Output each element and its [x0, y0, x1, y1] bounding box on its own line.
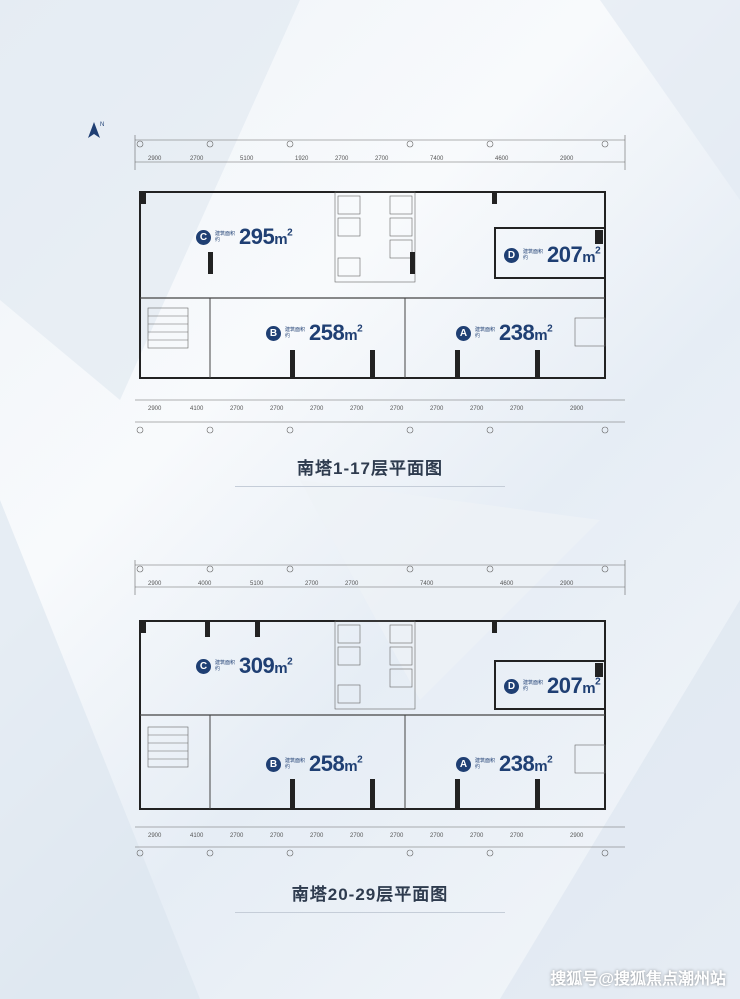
plan-2-title-rule: [235, 912, 505, 913]
dim-top-1: 2900: [148, 156, 162, 162]
dim-top-5: 2700: [335, 156, 349, 162]
dim-bottom-5: 2700: [310, 406, 324, 412]
p2-unit-c-sub: 建筑面积约: [215, 660, 236, 672]
p2-unit-a-badge: A: [456, 756, 471, 772]
p2-unit-b-label: B 建筑面积约 258m2: [266, 751, 363, 777]
dim-top-3: 5100: [240, 156, 254, 162]
p2-unit-c-label: C 建筑面积约 309m2: [196, 653, 293, 679]
p2-dim-bottom-5: 2700: [310, 833, 324, 839]
p2-unit-a-label: A 建筑面积约 238m2: [456, 751, 553, 777]
dim-bottom-4: 2700: [270, 406, 284, 412]
unit-d-area: 207m2: [547, 242, 601, 267]
floor-plan-2: 2900 4000 5100 2700 2700 7400 4600 2900 …: [80, 555, 680, 857]
unit-a-area: 238m2: [499, 320, 553, 345]
unit-c-label: C 建筑面积约 295m2: [196, 224, 293, 250]
p2-dim-top-1: 2900: [148, 581, 162, 587]
p2-unit-d-sub: 建筑面积约: [523, 680, 544, 692]
dim-bottom-10: 2700: [510, 406, 524, 412]
dim-top-9: 2900: [560, 156, 574, 162]
dim-bottom-1: 2900: [148, 406, 162, 412]
unit-c-area: 295m2: [239, 224, 293, 249]
p2-unit-b-badge: B: [266, 756, 281, 772]
p2-dim-bottom-11: 2900: [570, 833, 584, 839]
p2-unit-c-badge: C: [196, 658, 211, 674]
p2-dim-bottom-9: 2700: [470, 833, 484, 839]
p2-dim-bottom-4: 2700: [270, 833, 284, 839]
dim-bottom-2: 4100: [190, 406, 204, 412]
p2-unit-d-area: 207m2: [547, 673, 601, 698]
p2-dim-bottom-6: 2700: [350, 833, 364, 839]
p2-dim-bottom-1: 2900: [148, 833, 162, 839]
p2-dim-top-5: 2700: [345, 581, 359, 587]
p2-dim-bottom-3: 2700: [230, 833, 244, 839]
unit-b-badge: B: [266, 325, 281, 341]
plan-2-title: 南塔20-29层平面图: [291, 885, 449, 904]
dim-top-8: 4600: [495, 156, 509, 162]
p2-dim-top-4: 2700: [305, 581, 319, 587]
p2-dim-top-2: 4000: [198, 581, 212, 587]
unit-d-sub: 建筑面积约: [523, 249, 544, 261]
plan-1-title-rule: [235, 486, 505, 487]
p2-unit-b-sub: 建筑面积约: [285, 758, 306, 770]
p2-unit-a-sub: 建筑面积约: [475, 758, 496, 770]
p2-dim-bottom-8: 2700: [430, 833, 444, 839]
north-label: N: [100, 122, 105, 128]
floor-plan-1: 2900 2700 5100 1920 2700 2700 7400 4600 …: [80, 130, 680, 440]
dim-top-2: 2700: [190, 156, 204, 162]
dim-bottom-7: 2700: [390, 406, 404, 412]
p2-unit-d-label: D 建筑面积约 207m2: [504, 673, 601, 699]
unit-d-label: D 建筑面积约 207m2: [504, 242, 601, 268]
dim-bottom-6: 2700: [350, 406, 364, 412]
dim-bottom-9: 2700: [470, 406, 484, 412]
unit-b-label: B 建筑面积约 258m2: [266, 320, 363, 346]
p2-dim-bottom-2: 4100: [190, 833, 204, 839]
north-arrow: N: [86, 122, 105, 142]
dim-bottom-8: 2700: [430, 406, 444, 412]
dim-top-7: 7400: [430, 156, 444, 162]
p2-unit-a-area: 238m2: [499, 751, 553, 776]
unit-a-badge: A: [456, 325, 471, 341]
plan-2-drawing: 2900 4000 5100 2700 2700 7400 4600 2900 …: [134, 560, 626, 857]
unit-a-sub: 建筑面积约: [475, 327, 496, 339]
unit-d-badge: D: [504, 247, 519, 263]
p2-unit-b-area: 258m2: [309, 751, 363, 776]
plan-1-drawing: 2900 2700 5100 1920 2700 2700 7400 4600 …: [134, 135, 626, 434]
p2-unit-d-badge: D: [504, 678, 519, 694]
dim-bottom-11: 2900: [570, 406, 584, 412]
p2-dim-top-7: 4600: [500, 581, 514, 587]
dim-top-4: 1920: [295, 156, 309, 162]
p2-dim-top-6: 7400: [420, 581, 434, 587]
watermark: 搜狐号@搜狐焦点潮州站: [550, 971, 726, 988]
p2-dim-top-8: 2900: [560, 581, 574, 587]
plan-1-title: 南塔1-17层平面图: [296, 459, 444, 478]
p2-dim-top-3: 5100: [250, 581, 264, 587]
unit-a-label: A 建筑面积约 238m2: [456, 320, 553, 346]
p2-unit-c-area: 309m2: [239, 653, 293, 678]
dim-top-6: 2700: [375, 156, 389, 162]
dim-bottom-3: 2700: [230, 406, 244, 412]
unit-c-badge: C: [196, 229, 211, 245]
p2-dim-bottom-10: 2700: [510, 833, 524, 839]
p2-dim-bottom-7: 2700: [390, 833, 404, 839]
unit-c-sub: 建筑面积约: [215, 231, 236, 243]
unit-b-sub: 建筑面积约: [285, 327, 306, 339]
unit-b-area: 258m2: [309, 320, 363, 345]
